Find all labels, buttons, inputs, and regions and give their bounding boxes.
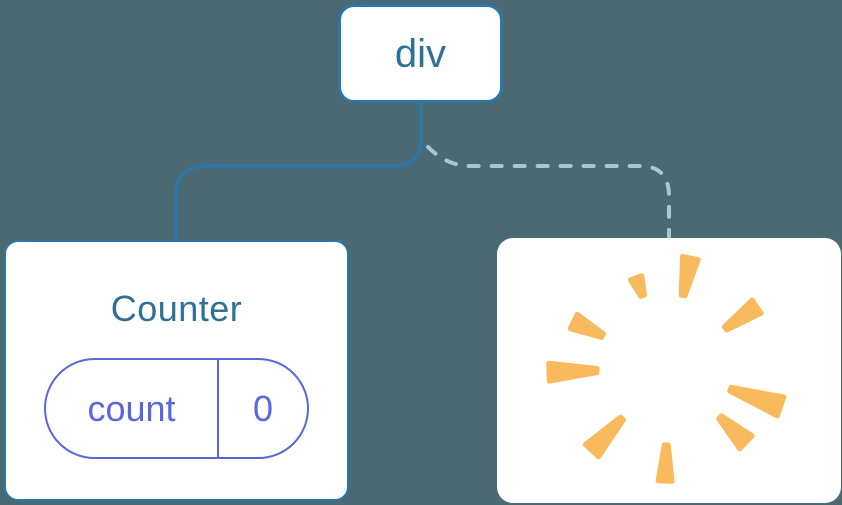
state-value-label: 0 (252, 387, 274, 429)
poof-icon (546, 254, 787, 484)
div-node-label: div (394, 31, 447, 76)
poof-ray (546, 360, 600, 384)
state-badge: count 0 (44, 358, 309, 459)
state-key-cell: count (46, 360, 219, 457)
counter-component-label: Counter (110, 288, 243, 329)
connector-dashed-edge (426, 145, 671, 241)
poof-ray (678, 254, 701, 299)
poof-ray (716, 413, 755, 452)
state-value-cell: 0 (219, 360, 307, 457)
tree-node-counter: Counter count 0 (4, 240, 349, 501)
connector-solid-edge (174, 101, 423, 241)
poof-ray (567, 311, 606, 340)
state-key-label: count (87, 387, 176, 429)
poof-ray (628, 273, 647, 299)
tree-node-removed (497, 238, 841, 503)
poof-ray (582, 414, 626, 460)
tree-node-div: div (338, 4, 503, 103)
poof-ray (655, 442, 675, 484)
poof-ray (727, 384, 787, 419)
poof-ray (721, 297, 764, 333)
